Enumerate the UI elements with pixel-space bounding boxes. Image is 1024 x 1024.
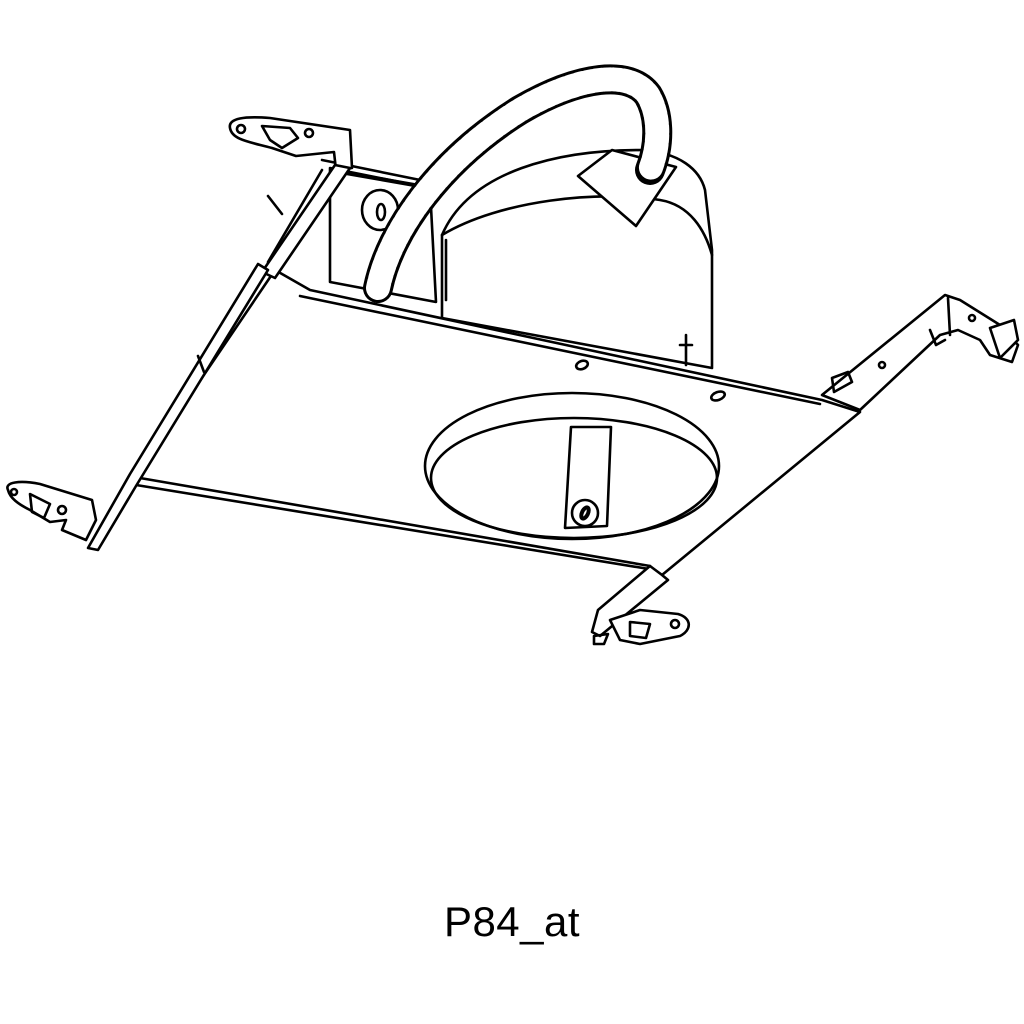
mounting-bar-right (820, 293, 1020, 412)
adjustment-screw (570, 498, 600, 528)
mounting-bar-front (590, 564, 691, 646)
figure-caption: P84_at (443, 898, 581, 945)
aperture-opening (423, 391, 721, 541)
flexible-conduit (363, 64, 673, 303)
mounting-bar-left-front (6, 262, 270, 552)
mounting-bar-left-rear (228, 116, 354, 280)
